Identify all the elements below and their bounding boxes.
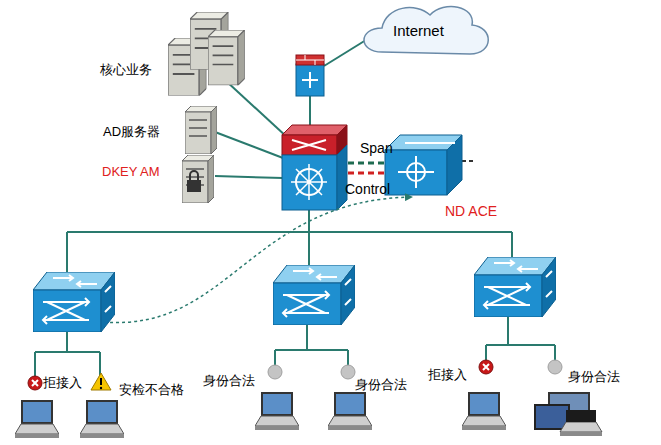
server-icon bbox=[185, 106, 217, 154]
lock-body bbox=[187, 180, 201, 192]
router-top bbox=[282, 125, 347, 135]
node-label: 核心业务 bbox=[100, 63, 152, 78]
laptop-screen bbox=[566, 410, 596, 422]
wire bbox=[225, 80, 288, 138]
router-arrows bbox=[292, 140, 326, 150]
endpoint-node: 身份合法 bbox=[530, 357, 626, 442]
laptop-icon bbox=[80, 400, 124, 438]
laptop-icon bbox=[462, 392, 506, 430]
monitor-screen bbox=[536, 406, 568, 428]
device-node: ND ACE bbox=[383, 133, 508, 225]
endpoint-node: 身份合法 bbox=[200, 362, 305, 442]
firewall-brick-lines bbox=[296, 55, 324, 65]
wires bbox=[35, 40, 555, 377]
ace-top-arrow bbox=[405, 142, 455, 144]
node-label: ND ACE bbox=[445, 203, 497, 219]
dashed-stub bbox=[462, 160, 476, 162]
access-switch bbox=[273, 265, 355, 325]
firewall-arrows bbox=[302, 72, 318, 88]
wire bbox=[215, 132, 283, 158]
node-label: 安检不合格 bbox=[119, 383, 184, 397]
router-front bbox=[282, 135, 337, 155]
core-switch-front bbox=[282, 155, 337, 210]
laptop-icon bbox=[328, 392, 372, 430]
wire bbox=[215, 176, 283, 178]
access-switch bbox=[33, 272, 115, 332]
span-line bbox=[348, 162, 385, 165]
ace-front bbox=[385, 150, 447, 195]
wire bbox=[324, 40, 366, 66]
node-label: AD服务器 bbox=[103, 125, 160, 140]
firewall-body bbox=[296, 64, 324, 96]
laptop-keyboard bbox=[560, 422, 602, 432]
wire bbox=[486, 317, 555, 361]
warning-mark bbox=[100, 378, 102, 385]
cloud-node: Internet bbox=[360, 2, 492, 58]
control-curve bbox=[104, 197, 412, 323]
server-icon bbox=[182, 155, 214, 203]
wire bbox=[66, 232, 68, 276]
endpoint-node: 身份合法 bbox=[326, 362, 410, 442]
node-label: 拒接入 bbox=[43, 376, 82, 390]
endpoint-node: 拒接入 bbox=[15, 372, 85, 442]
core-switch-side bbox=[337, 145, 347, 210]
endpoint-node: 安检不合格 bbox=[80, 372, 180, 442]
link-label: Span bbox=[360, 140, 393, 156]
warning-triangle bbox=[91, 373, 111, 390]
wire bbox=[35, 332, 100, 377]
server-node: AD服务器 bbox=[100, 103, 220, 158]
server-node: 核心业务 bbox=[95, 8, 245, 93]
ace-arrows bbox=[398, 156, 434, 188]
endpoint-node: 拒接入 bbox=[425, 357, 510, 442]
node-label: 身份合法 bbox=[203, 374, 255, 388]
node-label: 拒接入 bbox=[428, 368, 467, 382]
wire bbox=[275, 325, 348, 366]
wire bbox=[511, 232, 513, 260]
ok-icon bbox=[341, 365, 355, 379]
server-node: DKEY AM bbox=[98, 153, 218, 203]
server-icon bbox=[208, 30, 245, 85]
internet-cloud bbox=[364, 7, 488, 54]
warning-dot bbox=[100, 387, 102, 389]
ok-icon bbox=[268, 365, 282, 379]
laptop-base bbox=[560, 432, 602, 436]
link-label: Control bbox=[345, 181, 390, 197]
laptop-icon bbox=[15, 400, 59, 438]
deny-icon bbox=[479, 360, 493, 374]
node-label: 身份合法 bbox=[355, 378, 407, 392]
node-label: 身份合法 bbox=[568, 370, 620, 384]
wire bbox=[309, 95, 311, 126]
core-switch-arrows bbox=[291, 164, 327, 200]
node-label: DKEY AM bbox=[102, 165, 160, 180]
firewall-brick bbox=[296, 55, 324, 65]
ok-icon bbox=[548, 360, 562, 374]
laptop-icon bbox=[255, 392, 299, 430]
deny-icon bbox=[28, 376, 42, 390]
access-switch bbox=[474, 257, 556, 317]
wire bbox=[308, 210, 310, 268]
control-line bbox=[348, 172, 385, 175]
node-label: Internet bbox=[393, 22, 444, 39]
lock-shackle bbox=[190, 171, 198, 180]
